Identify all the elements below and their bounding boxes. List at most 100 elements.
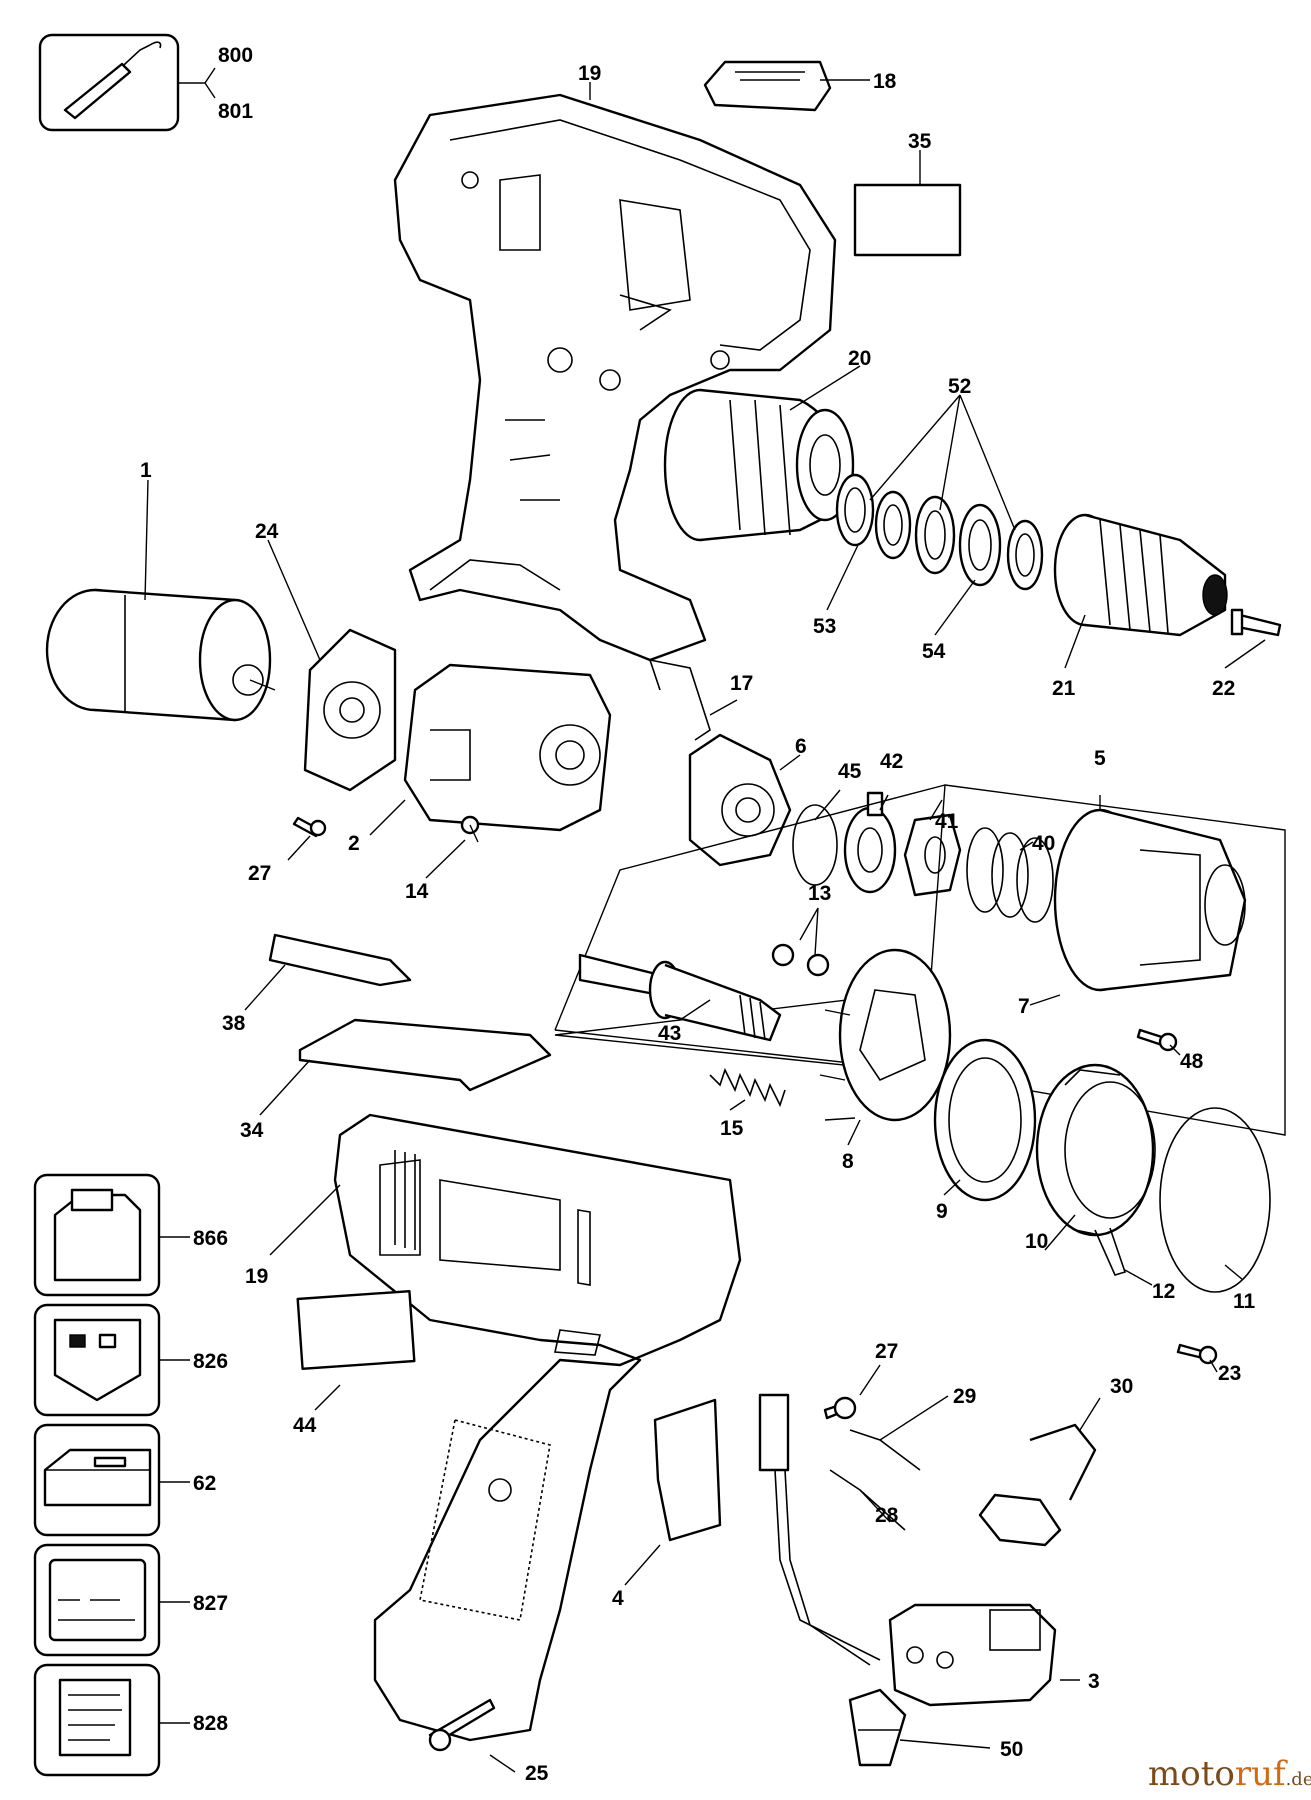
retaining-ring-45 <box>792 804 838 886</box>
clutch-collar-20 <box>663 388 855 542</box>
label-19-bottom: 19 <box>245 1265 268 1288</box>
screw-14 <box>460 815 480 843</box>
label-8: 8 <box>842 1150 854 1173</box>
screw-22 <box>1230 608 1282 637</box>
label-42: 42 <box>880 750 903 773</box>
label-50: 50 <box>1000 1738 1023 1761</box>
screw-23 <box>1176 1343 1218 1365</box>
label-6: 6 <box>795 735 807 758</box>
label-27-lower: 27 <box>875 1340 898 1363</box>
label-54: 54 <box>922 640 946 663</box>
label-28: 28 <box>875 1504 899 1527</box>
screw-27-lower <box>823 1396 857 1420</box>
spindle-43 <box>578 953 782 1042</box>
label-14: 14 <box>405 880 429 903</box>
label-7: 7 <box>1018 995 1030 1018</box>
label-44: 44 <box>293 1414 317 1437</box>
label-38: 38 <box>222 1012 246 1035</box>
label-23: 23 <box>1218 1362 1241 1385</box>
switch-3 <box>888 1603 1057 1707</box>
label-4: 4 <box>612 1587 624 1610</box>
label-24: 24 <box>255 520 279 543</box>
motor-1 <box>45 588 276 722</box>
accessory-800-801 <box>38 33 180 132</box>
label-1: 1 <box>140 459 152 482</box>
watermark: motoruf.de <box>1148 1754 1311 1794</box>
label-35: 35 <box>908 130 932 153</box>
label-25: 25 <box>525 1762 549 1785</box>
label-43: 43 <box>658 1022 681 1045</box>
trigger-30 <box>978 1423 1097 1547</box>
ball-13b <box>806 953 830 977</box>
label-40: 40 <box>1032 832 1055 855</box>
clutch-cam-41 <box>903 813 962 897</box>
leader-lines <box>144 67 1266 1773</box>
keyless-chuck-21 <box>1053 513 1228 637</box>
label-18: 18 <box>873 70 897 93</box>
label-22: 22 <box>1212 677 1235 700</box>
label-17: 17 <box>730 672 753 695</box>
label-52: 52 <box>948 375 971 398</box>
snap-ring-11 <box>1159 1107 1271 1293</box>
accessory-62-charger <box>33 1423 161 1537</box>
label-29: 29 <box>953 1385 976 1408</box>
label-826: 826 <box>193 1350 228 1373</box>
washers-52-53-54 <box>835 473 1044 591</box>
switch-cover-18 <box>703 60 832 112</box>
label-45: 45 <box>838 760 862 783</box>
gearbox-housing-2 <box>403 663 612 832</box>
label-801: 801 <box>218 100 253 123</box>
belt-clip-34 <box>298 1018 552 1092</box>
accessory-827-label <box>33 1543 161 1657</box>
label-27-upper: 27 <box>248 862 271 885</box>
label-12: 12 <box>1152 1280 1175 1303</box>
contact-plate-4 <box>653 1398 722 1542</box>
springs-40 <box>966 827 1054 923</box>
label-41: 41 <box>935 810 959 833</box>
label-827: 827 <box>193 1592 228 1615</box>
housing-half-19-top <box>393 93 837 662</box>
label-34: 34 <box>240 1119 264 1142</box>
label-828: 828 <box>193 1712 228 1735</box>
label-62: 62 <box>193 1472 216 1495</box>
screwdriver-bit-38 <box>268 933 412 987</box>
label-30: 30 <box>1110 1375 1133 1398</box>
ball-13a <box>771 943 795 967</box>
label-35 <box>853 183 962 257</box>
label-44 <box>296 1289 416 1371</box>
label-48: 48 <box>1180 1050 1204 1073</box>
label-5: 5 <box>1094 747 1106 770</box>
clip-12 <box>1094 1227 1127 1276</box>
label-15: 15 <box>720 1117 744 1140</box>
label-21: 21 <box>1052 677 1076 700</box>
clutch-ring-42 <box>843 791 897 894</box>
label-19-top: 19 <box>578 62 601 85</box>
label-866: 866 <box>193 1227 228 1250</box>
ring-9 <box>933 1038 1037 1202</box>
spring-clip-17 <box>648 658 711 741</box>
label-2: 2 <box>348 832 360 855</box>
clutch-housing-10 <box>1035 1063 1156 1237</box>
label-53: 53 <box>813 615 836 638</box>
label-20: 20 <box>848 347 871 370</box>
label-800: 800 <box>218 44 253 67</box>
label-13: 13 <box>808 882 831 905</box>
ring-gear-6 <box>688 733 792 867</box>
label-9: 9 <box>936 1200 948 1223</box>
planet-carrier-8 <box>819 948 952 1122</box>
accessory-866-battery <box>33 1173 161 1297</box>
label-10: 10 <box>1025 1230 1048 1253</box>
screw-27-upper <box>292 816 327 838</box>
terminal-wires <box>758 1393 921 1666</box>
screw-48 <box>1136 1028 1178 1052</box>
accessory-826-label <box>33 1303 161 1417</box>
label-3: 3 <box>1088 1670 1100 1693</box>
label-11: 11 <box>1233 1290 1256 1313</box>
gear-case-7 <box>1053 808 1247 992</box>
accessory-828-label <box>33 1663 161 1777</box>
part-labels: 800 801 19 18 35 20 52 1 24 53 54 21 22 … <box>140 44 1256 1785</box>
motor-plate-24 <box>303 628 397 792</box>
terminal-50 <box>848 1688 907 1767</box>
spring-15 <box>709 1067 786 1108</box>
